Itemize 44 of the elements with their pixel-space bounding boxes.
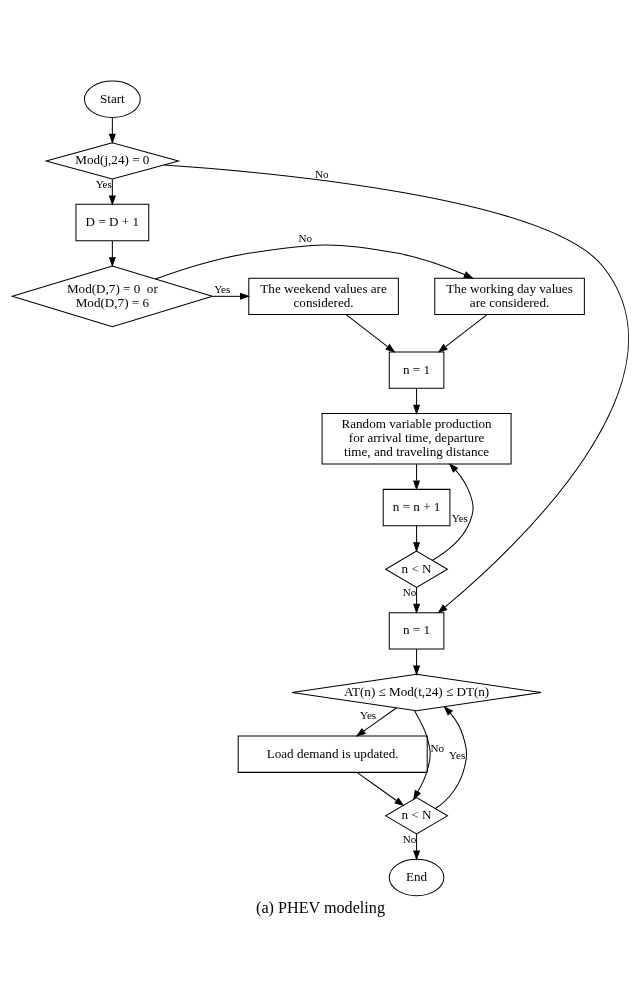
- arrow: [154, 244, 474, 280]
- arrow: [108, 178, 116, 206]
- edge-label: No: [402, 585, 417, 598]
- node-diamond: Mod(D,7) = 0 or Mod(D,7) = 6: [10, 264, 215, 327]
- arrow: [413, 524, 421, 552]
- arrow: [413, 463, 421, 490]
- caption: (a) PHEV modeling: [256, 898, 385, 916]
- node-box: The weekend values are considered.: [248, 277, 399, 315]
- node-box: n = 1: [388, 611, 445, 650]
- arrow: [434, 705, 468, 809]
- arrow: [413, 833, 421, 861]
- edge-label: Yes: [214, 282, 231, 295]
- node-box: The working day values are considered.: [434, 277, 585, 315]
- edge-label: Yes: [451, 511, 468, 524]
- node-box: D = D + 1: [75, 203, 150, 241]
- node-box: Random variable production for arrival time, departure time, and traveling distance: [321, 412, 512, 465]
- arrow: [108, 239, 116, 267]
- arrow: [356, 771, 405, 806]
- node-ellipse: Start: [83, 80, 141, 118]
- arrow: [413, 648, 421, 676]
- edge-label: No: [430, 741, 445, 754]
- arrow: [212, 292, 251, 300]
- node-ellipse: End: [388, 858, 445, 896]
- node-box: n = 1: [388, 350, 445, 389]
- arrow: [413, 709, 431, 800]
- arrow: [345, 313, 396, 353]
- node-diamond: AT(n) ≤ Mod(t,24) ≤ DT(n): [291, 673, 542, 711]
- arrow: [431, 462, 474, 561]
- node-box: n = n + 1: [382, 488, 451, 526]
- edge-label: No: [298, 231, 313, 244]
- node-box: Load demand is updated.: [237, 735, 428, 773]
- arrow: [108, 116, 116, 144]
- arrow: [413, 586, 421, 614]
- arrow: [163, 163, 629, 613]
- arrow: [413, 387, 421, 415]
- node-diamond: Mod(j,24) = 0: [44, 141, 181, 180]
- edge-label: No: [314, 167, 329, 180]
- edge-label: Yes: [360, 708, 377, 721]
- edge-label: No: [402, 832, 417, 845]
- arrow: [437, 313, 488, 353]
- edge-label: Yes: [95, 177, 112, 190]
- node-diamond: n < N: [384, 549, 449, 588]
- edge-label: Yes: [449, 748, 466, 761]
- arrow: [355, 706, 397, 737]
